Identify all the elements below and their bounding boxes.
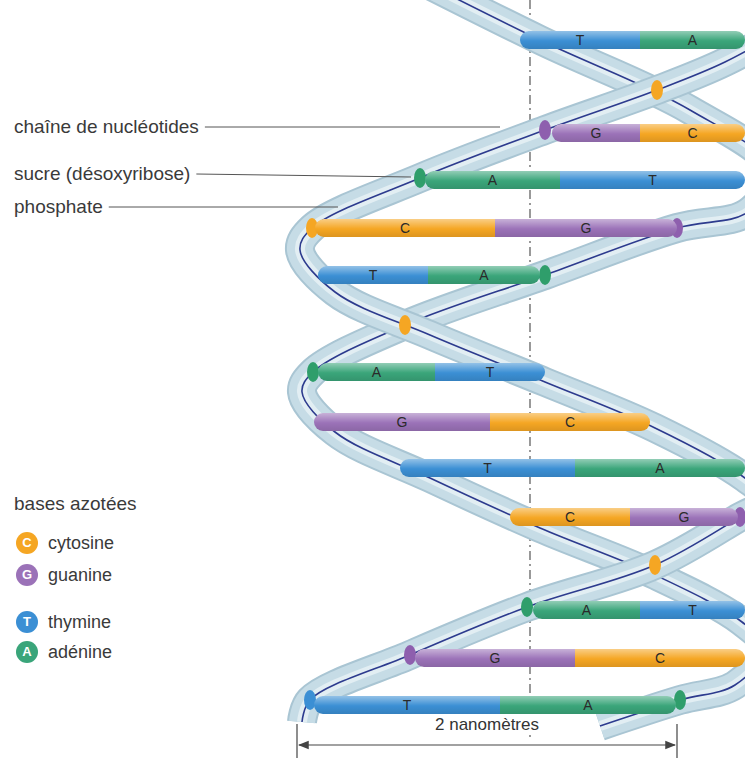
part-label: chaîne de nucléotides	[14, 116, 199, 138]
base-letter: C	[687, 125, 697, 141]
base-bar: G	[415, 649, 575, 667]
base-letter: T	[486, 364, 495, 380]
legend-text: cytosine	[48, 532, 114, 554]
dimension-tick	[296, 724, 297, 758]
base-bar: T	[435, 363, 545, 381]
legend-letter: C	[16, 532, 38, 554]
base-bar: C	[575, 649, 745, 667]
base-bar: C	[640, 124, 745, 142]
sugar-dot	[651, 80, 663, 100]
base-letter: A	[583, 697, 592, 713]
base-letter: A	[372, 364, 381, 380]
legend-letter: T	[16, 611, 38, 633]
base-letter: C	[655, 650, 665, 666]
sugar-dots	[304, 80, 745, 710]
legend-text: adénine	[48, 641, 112, 663]
base-letter: A	[479, 267, 488, 283]
base-bar: G	[552, 124, 640, 142]
legend-swatch: C	[16, 532, 38, 554]
base-bar: T	[640, 601, 745, 619]
base-letter: G	[591, 125, 602, 141]
strand-backbone-line	[300, 20, 745, 722]
base-bar: A	[318, 363, 435, 381]
base-letter: G	[490, 650, 501, 666]
base-bar: A	[533, 601, 640, 619]
base-letter: A	[655, 460, 664, 476]
base-letter: T	[688, 602, 697, 618]
base-letter: C	[400, 220, 410, 236]
legend-heading: bases azotées	[14, 493, 137, 515]
base-letter: G	[397, 414, 408, 430]
sugar-dot	[539, 120, 551, 140]
dimension-label: 2 nanomètres	[431, 715, 543, 735]
sugar-dot	[404, 645, 416, 665]
base-letter: T	[403, 697, 412, 713]
strand-edge	[300, 20, 745, 722]
legend-text: guanine	[48, 564, 112, 586]
legend-swatch: T	[16, 611, 38, 633]
leader-line	[205, 127, 500, 128]
base-bar: C	[510, 508, 630, 526]
leader-line	[109, 207, 338, 208]
base-bar: T	[520, 31, 640, 49]
base-letter: T	[648, 172, 657, 188]
strand-highlight	[300, 20, 745, 722]
base-bar: C	[490, 413, 650, 431]
leader-line	[196, 174, 411, 177]
base-letter: A	[688, 32, 697, 48]
base-bar: C	[315, 219, 495, 237]
base-bar: G	[495, 219, 677, 237]
base-bar: G	[314, 413, 490, 431]
base-letter: A	[488, 172, 497, 188]
base-bar: A	[425, 171, 560, 189]
base-bar: A	[500, 696, 676, 714]
legend-letter: G	[16, 564, 38, 586]
sugar-dot	[649, 555, 661, 575]
base-bar: A	[640, 31, 745, 49]
base-bar: T	[400, 459, 575, 477]
base-letter: T	[369, 267, 378, 283]
base-bar: T	[560, 171, 745, 189]
legend-swatch: A	[16, 641, 38, 663]
dimension-line	[299, 744, 675, 745]
sugar-dot	[521, 597, 533, 617]
legend-letter: A	[16, 641, 38, 663]
base-letter: A	[582, 602, 591, 618]
strand-ribbon	[300, 20, 745, 722]
base-letter: C	[565, 509, 575, 525]
dimension-tick	[676, 724, 677, 758]
base-letter: G	[581, 220, 592, 236]
legend-swatch: G	[16, 564, 38, 586]
base-bar: A	[575, 459, 745, 477]
base-bar: T	[314, 696, 500, 714]
helix-strands	[300, 0, 745, 726]
legend-text: thymine	[48, 611, 111, 633]
part-label: phosphate	[14, 196, 103, 218]
base-letter: T	[483, 460, 492, 476]
sugar-dot	[539, 265, 551, 285]
base-bar: G	[630, 508, 738, 526]
sugar-dot	[674, 690, 686, 710]
sugar-dot	[399, 315, 411, 335]
part-label: sucre (désoxyribose)	[14, 163, 190, 185]
base-letter: T	[576, 32, 585, 48]
base-bar: T	[318, 266, 428, 284]
helix-strand	[300, 20, 745, 722]
base-letter: C	[565, 414, 575, 430]
base-letter: G	[679, 509, 690, 525]
base-bar: A	[428, 266, 540, 284]
